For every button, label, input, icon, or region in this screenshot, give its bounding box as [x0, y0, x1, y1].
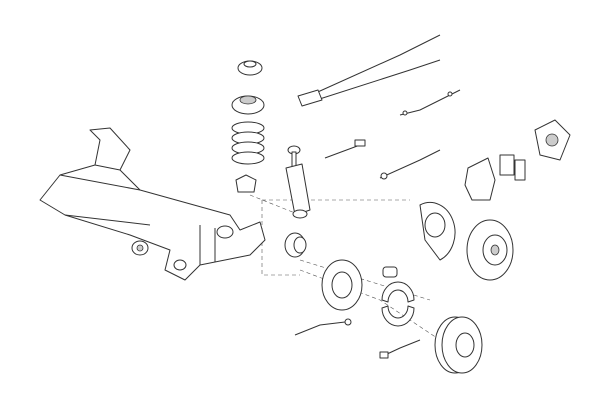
bump-stop [235, 174, 257, 193]
spring-seat [231, 95, 265, 115]
shock-absorber [285, 145, 311, 219]
abs-sensor-lower [379, 339, 421, 359]
wheel-cylinder [382, 266, 398, 278]
handbrake-cable [297, 34, 441, 107]
brake-hose-lower [294, 318, 352, 336]
spring-top-mount [237, 60, 263, 76]
wheel-hub-carrier [534, 119, 571, 161]
brake-caliper [464, 154, 526, 201]
brake-hose-middle [379, 149, 441, 180]
bushing [131, 240, 149, 256]
brake-hose-upper [324, 139, 366, 159]
drum-backing-plate [321, 259, 363, 311]
rear-axle-beam [39, 127, 266, 281]
disc-splash-shield [419, 202, 456, 261]
brake-disc [466, 219, 514, 281]
abs-sensor-wire [399, 89, 461, 116]
brake-shoes [381, 281, 415, 327]
wheel-hub [284, 232, 307, 258]
coil-spring [231, 121, 265, 165]
brake-drum [434, 316, 483, 374]
